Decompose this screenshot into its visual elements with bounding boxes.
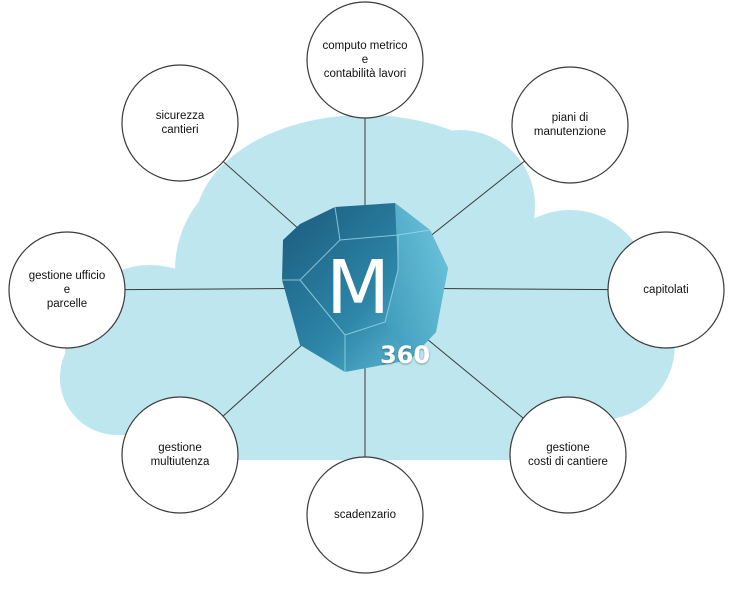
node-circle-multiutenza (121, 396, 239, 514)
node-circle-group (8, 1, 725, 574)
node-label-line: scadenzario (333, 509, 396, 521)
node-label-line: gestione (546, 442, 590, 454)
node-label-multiutenza: gestione multiutenza (125, 441, 235, 469)
node-label-line: gestione (158, 442, 202, 454)
node-circle-ufficio (8, 231, 126, 349)
node-label-scadenzario: scadenzario (310, 508, 420, 522)
node-label-manutenzione: piani di manutenzione (515, 111, 625, 139)
node-label-capitolati: capitolati (611, 283, 721, 297)
node-label-ufficio: gestione ufficio e parcelle (12, 269, 122, 311)
hub-number: 360 (379, 341, 431, 369)
hub-letter: M (326, 245, 390, 331)
node-circle-manutenzione (511, 66, 629, 184)
node-label-computo: computo metrico e contabilità lavori (310, 39, 420, 81)
node-label-line: capitolati (643, 284, 689, 296)
node-label-line: piani di (551, 112, 589, 124)
node-label-line: cantieri (161, 124, 199, 136)
node-circle-costi (509, 396, 627, 514)
node-label-line: manutenzione (533, 126, 607, 138)
node-circle-scadenzario (306, 456, 424, 574)
node-label-line: e (63, 284, 71, 296)
hub-logo (282, 203, 448, 372)
node-label-line: multiutenza (150, 456, 210, 468)
hub-facet-light (385, 203, 448, 360)
node-label-line: computo metrico (322, 40, 408, 52)
hub-facet-lines (282, 206, 431, 372)
node-circle-capitolati (607, 231, 725, 349)
node-label-costi: gestione costi di cantiere (513, 441, 623, 469)
node-circle-sicurezza (121, 64, 239, 182)
node-label-line: sicurezza (155, 110, 205, 122)
node-label-line: e (361, 54, 369, 66)
node-label-line: gestione ufficio (28, 270, 106, 282)
node-label-line: parcelle (46, 298, 88, 310)
node-label-line: contabilità lavori (323, 68, 407, 80)
node-circle-computo (306, 1, 424, 119)
node-label-line: costi di cantiere (528, 456, 608, 468)
node-label-sicurezza: sicurezza cantieri (125, 109, 235, 137)
